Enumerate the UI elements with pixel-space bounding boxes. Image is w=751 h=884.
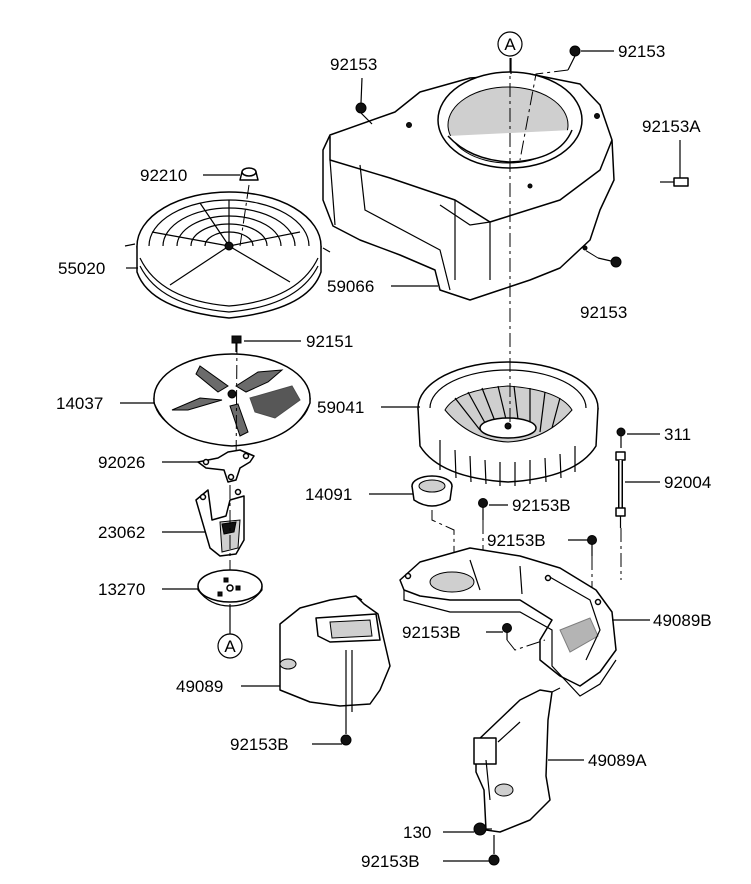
ref-circle-a-bottom: A — [217, 633, 243, 659]
part-labels: 92153 92153 92153A 92153 92210 55020 590… — [56, 42, 712, 871]
label-92153b-mid2: 92153B — [487, 531, 546, 550]
baffle-49089a — [473, 687, 561, 833]
bolt-92153-right-lower — [584, 249, 622, 268]
label-14037: 14037 — [56, 394, 103, 413]
label-55020: 55020 — [58, 259, 105, 278]
label-92151: 92151 — [306, 332, 353, 351]
label-92153b-baffle-right: 92153B — [402, 623, 461, 642]
bracket-23062 — [195, 485, 245, 570]
label-311: 311 — [664, 425, 691, 444]
label-92153-right-lower: 92153 — [580, 303, 627, 322]
label-92026: 92026 — [98, 453, 145, 472]
bolt-130 — [473, 822, 492, 836]
label-130: 130 — [403, 823, 431, 842]
bolt-92153-top-left — [355, 102, 373, 125]
ref-circle-a-top: A — [497, 31, 523, 57]
plate-14037 — [153, 339, 311, 471]
label-92153b-baffle-left: 92153B — [230, 735, 289, 754]
label-14091: 14091 — [305, 485, 352, 504]
label-92153a: 92153A — [642, 117, 701, 136]
ref-a-top-label: A — [504, 35, 516, 54]
label-59066: 59066 — [327, 277, 374, 296]
bolt-92153b-baffle-right — [502, 623, 546, 651]
washer-plate-92026 — [197, 449, 255, 483]
label-92153-top-right: 92153 — [618, 42, 665, 61]
screw-92151 — [231, 335, 242, 352]
baffle-49089 — [279, 595, 391, 720]
label-92153-top-left: 92153 — [330, 55, 377, 74]
label-49089: 49089 — [176, 677, 223, 696]
bolt-92153b-bottom — [488, 835, 500, 866]
fan-screen — [124, 191, 331, 319]
label-13270: 13270 — [98, 580, 145, 599]
ref-a-bottom-label: A — [224, 637, 236, 656]
label-49089a: 49089A — [588, 751, 647, 770]
stud-92004 — [615, 427, 626, 580]
fan-59041 — [417, 361, 599, 486]
label-92153b-bottom: 92153B — [361, 852, 420, 871]
collar-14091 — [411, 475, 455, 570]
label-92210: 92210 — [140, 166, 187, 185]
nut-92210 — [239, 167, 259, 247]
label-23062: 23062 — [98, 523, 145, 542]
bolt-92153-top-right — [519, 45, 581, 161]
label-49089b: 49089B — [653, 611, 712, 630]
label-92004: 92004 — [664, 473, 711, 492]
baffle-49089b — [399, 547, 617, 697]
label-92153b-mid: 92153B — [512, 496, 571, 515]
leader-lines — [120, 50, 681, 862]
bolt-92153a-right — [660, 177, 689, 187]
blower-housing — [322, 71, 615, 301]
bolt-92153b-baffle-left — [340, 720, 352, 746]
label-59041: 59041 — [317, 398, 364, 417]
